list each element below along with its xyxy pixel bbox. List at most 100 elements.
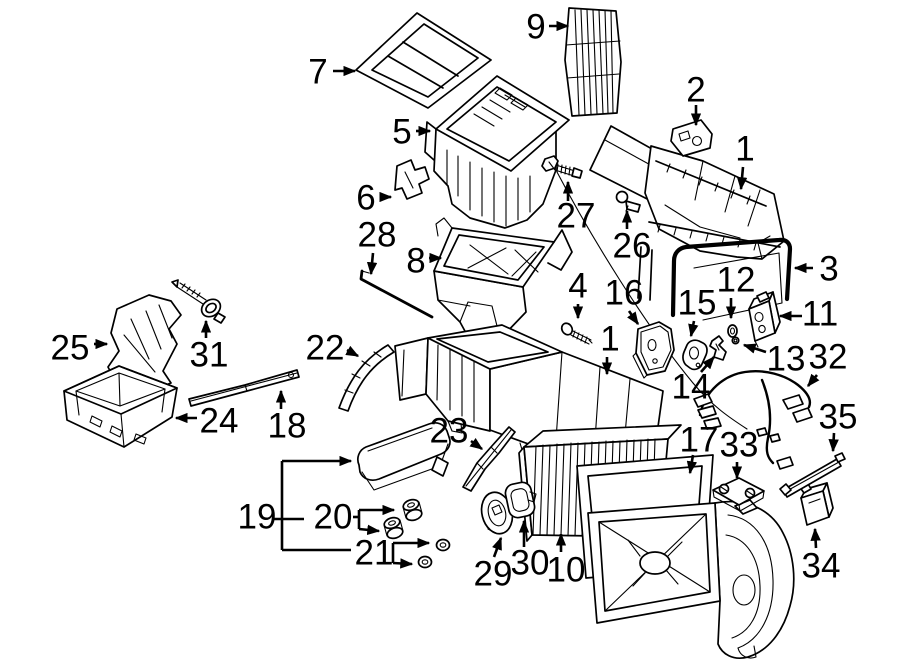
part-blower-housing — [587, 499, 795, 659]
callout-30-label: 30 — [511, 544, 550, 583]
callout-25-label: 25 — [51, 329, 90, 368]
callout-17-label: 17 — [680, 421, 719, 460]
leader-arrow — [688, 320, 699, 338]
callout-19: 19 — [238, 455, 353, 552]
callout-4-label: 4 — [568, 267, 587, 306]
leader-arrow — [810, 527, 821, 549]
part-29-actuator-disc — [480, 491, 514, 535]
part-34-actuator-motor — [798, 481, 834, 526]
leader-arrow — [828, 432, 839, 453]
callout-12-label: 12 — [717, 261, 756, 300]
callout-35-label: 35 — [819, 398, 858, 437]
callout-15: 15 — [678, 284, 717, 338]
callout-29: 29 — [474, 536, 513, 594]
leader-arrow — [627, 310, 640, 326]
part-6-bracket — [394, 159, 430, 200]
callout-34: 34 — [802, 527, 841, 586]
callout-33: 33 — [720, 426, 759, 480]
callout-5: 5 — [392, 113, 432, 152]
callout-30: 30 — [511, 519, 550, 583]
leader-arrow — [686, 454, 698, 475]
callout-13-label: 13 — [767, 340, 806, 379]
part-8-center-housing — [433, 217, 573, 337]
leader-arrow — [392, 558, 414, 569]
callout-35: 35 — [819, 398, 858, 453]
callout-27: 27 — [557, 180, 596, 236]
callout-27-label: 27 — [557, 197, 596, 236]
callout-20: 20 — [314, 498, 396, 537]
part-13-o-ring-small — [731, 336, 740, 345]
callout-8: 8 — [406, 242, 443, 281]
leader-arrow — [358, 524, 381, 536]
leader-arrow — [806, 373, 820, 388]
part-22-duct-strip — [338, 344, 395, 412]
callout-17: 17 — [680, 421, 719, 475]
part-20-bushings — [383, 498, 423, 540]
callout-20-label: 20 — [314, 498, 353, 537]
part-12-o-ring — [727, 324, 738, 338]
callout-28-label: 28 — [358, 216, 397, 255]
callout-28: 28 — [358, 216, 397, 276]
part-23-brace-strip — [462, 426, 516, 492]
callout-26-label: 26 — [613, 227, 652, 266]
callout-7-label: 7 — [308, 53, 327, 92]
callout-1: 1 — [600, 320, 620, 376]
callout-2-label: 2 — [686, 71, 705, 110]
callout-6: 6 — [356, 179, 393, 218]
part-7-inlet-cover-frame — [355, 12, 492, 109]
callout-5-label: 5 — [392, 113, 411, 152]
callout-3: 3 — [793, 250, 839, 289]
leader-arrow — [492, 536, 503, 558]
callout-1: 1 — [735, 130, 755, 191]
callout-15-label: 15 — [678, 284, 717, 323]
part-19-filter-lid — [356, 421, 451, 491]
callout-26: 26 — [613, 209, 652, 266]
part-26-clip — [615, 190, 641, 213]
callout-6-label: 6 — [356, 179, 375, 218]
callout-1-label: 1 — [735, 130, 754, 169]
callout-4: 4 — [568, 267, 588, 320]
callout-32-label: 32 — [809, 338, 848, 377]
part-16-insulator-pad — [632, 321, 675, 379]
callout-1-label: 1 — [600, 320, 619, 359]
callout-18-label: 18 — [268, 407, 307, 446]
part-5-intake-housing — [424, 75, 570, 229]
callout-16-label: 16 — [605, 274, 644, 313]
leader-arrow — [736, 166, 748, 191]
callout-22: 22 — [306, 329, 360, 368]
part-31-screw — [171, 279, 226, 324]
callout-31-label: 31 — [190, 336, 229, 375]
callout-11-label: 11 — [802, 295, 838, 334]
callout-18: 18 — [268, 389, 307, 446]
part-4-sensor-screw — [560, 322, 593, 345]
part-9-grille-panel — [564, 7, 622, 117]
callout-25: 25 — [51, 329, 109, 368]
part-2-retainer-plate — [670, 119, 713, 157]
leader-arrow — [345, 345, 360, 358]
callout-21: 21 — [355, 534, 431, 573]
callout-21-label: 21 — [355, 534, 394, 573]
callout-2: 2 — [686, 71, 706, 127]
leader-arrow — [700, 356, 715, 373]
part-35-trim-strip — [779, 452, 846, 498]
callout-9: 9 — [526, 8, 570, 47]
part-24-tray — [63, 365, 178, 448]
part-21-grommet-rings — [417, 538, 451, 569]
callout-22-label: 22 — [306, 329, 345, 368]
part-15-seal-plate — [682, 339, 708, 371]
leader-arrow — [469, 437, 484, 451]
callout-34-label: 34 — [802, 547, 841, 586]
callout-19-label: 19 — [238, 498, 277, 537]
leader-arrow — [742, 343, 767, 354]
callout-12: 12 — [717, 261, 756, 320]
callout-16: 16 — [605, 274, 644, 326]
callout-31: 31 — [190, 319, 229, 375]
part-27-screw — [541, 155, 583, 179]
callout-9-label: 9 — [526, 8, 545, 47]
callout-33-label: 33 — [720, 426, 759, 465]
callout-3-label: 3 — [819, 250, 838, 289]
part-3-seal-channel — [670, 237, 793, 318]
callout-29-label: 29 — [474, 555, 513, 594]
